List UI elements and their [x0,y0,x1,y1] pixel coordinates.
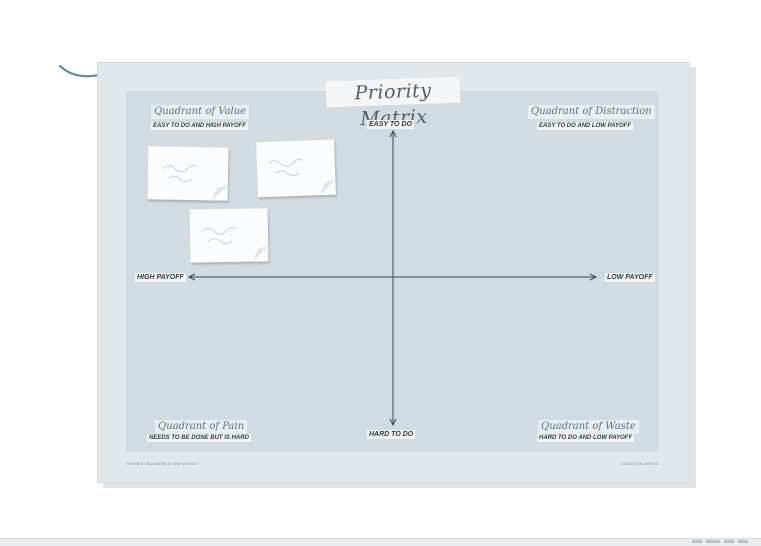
quadrant-waste-label: Quadrant of Waste [538,420,639,434]
axis-label-bottom: HARD TO DO [367,430,416,439]
toolbar-icon[interactable] [738,540,748,543]
axis-label-left: HIGH PAYOFF [135,273,186,282]
toolbar-icon[interactable] [692,540,702,543]
quadrant-pain-label: Quadrant of Pain [155,420,248,434]
axis-label-right: LOW PAYOFF [605,273,655,282]
arrowhead-up [389,129,397,138]
quadrant-value-sub: EASY TO DO AND HIGH PAYOFF [151,122,249,130]
quadrant-waste-sub: HARD TO DO AND LOW PAYOFF [537,434,635,442]
sticky-note[interactable] [189,208,269,263]
sticky-note[interactable] [147,146,229,201]
sticky-note[interactable] [256,139,336,198]
quadrant-value-label: Quadrant of Value [151,105,250,119]
quadrant-pain-sub: NEEDS TO BE DONE BUT IS HARD [147,434,251,442]
arrowhead-right [589,273,598,281]
arrowhead-left [187,273,196,281]
footer-right-text: ©2023 QTA LIMITED [621,461,659,466]
axis-label-top: EASY TO DO [367,120,414,129]
arrowhead-down [389,418,397,427]
toolbar-icon[interactable] [706,540,720,543]
footer-left-text: THE BEST BUSINESS IN THE WORLD [126,461,197,466]
quadrant-distraction-label: Quadrant of Distraction [528,105,655,119]
quadrant-distraction-sub: EASY TO DO AND LOW PAYOFF [537,122,634,130]
toolbar-icon[interactable] [724,540,734,543]
bottom-toolbar [0,538,761,546]
